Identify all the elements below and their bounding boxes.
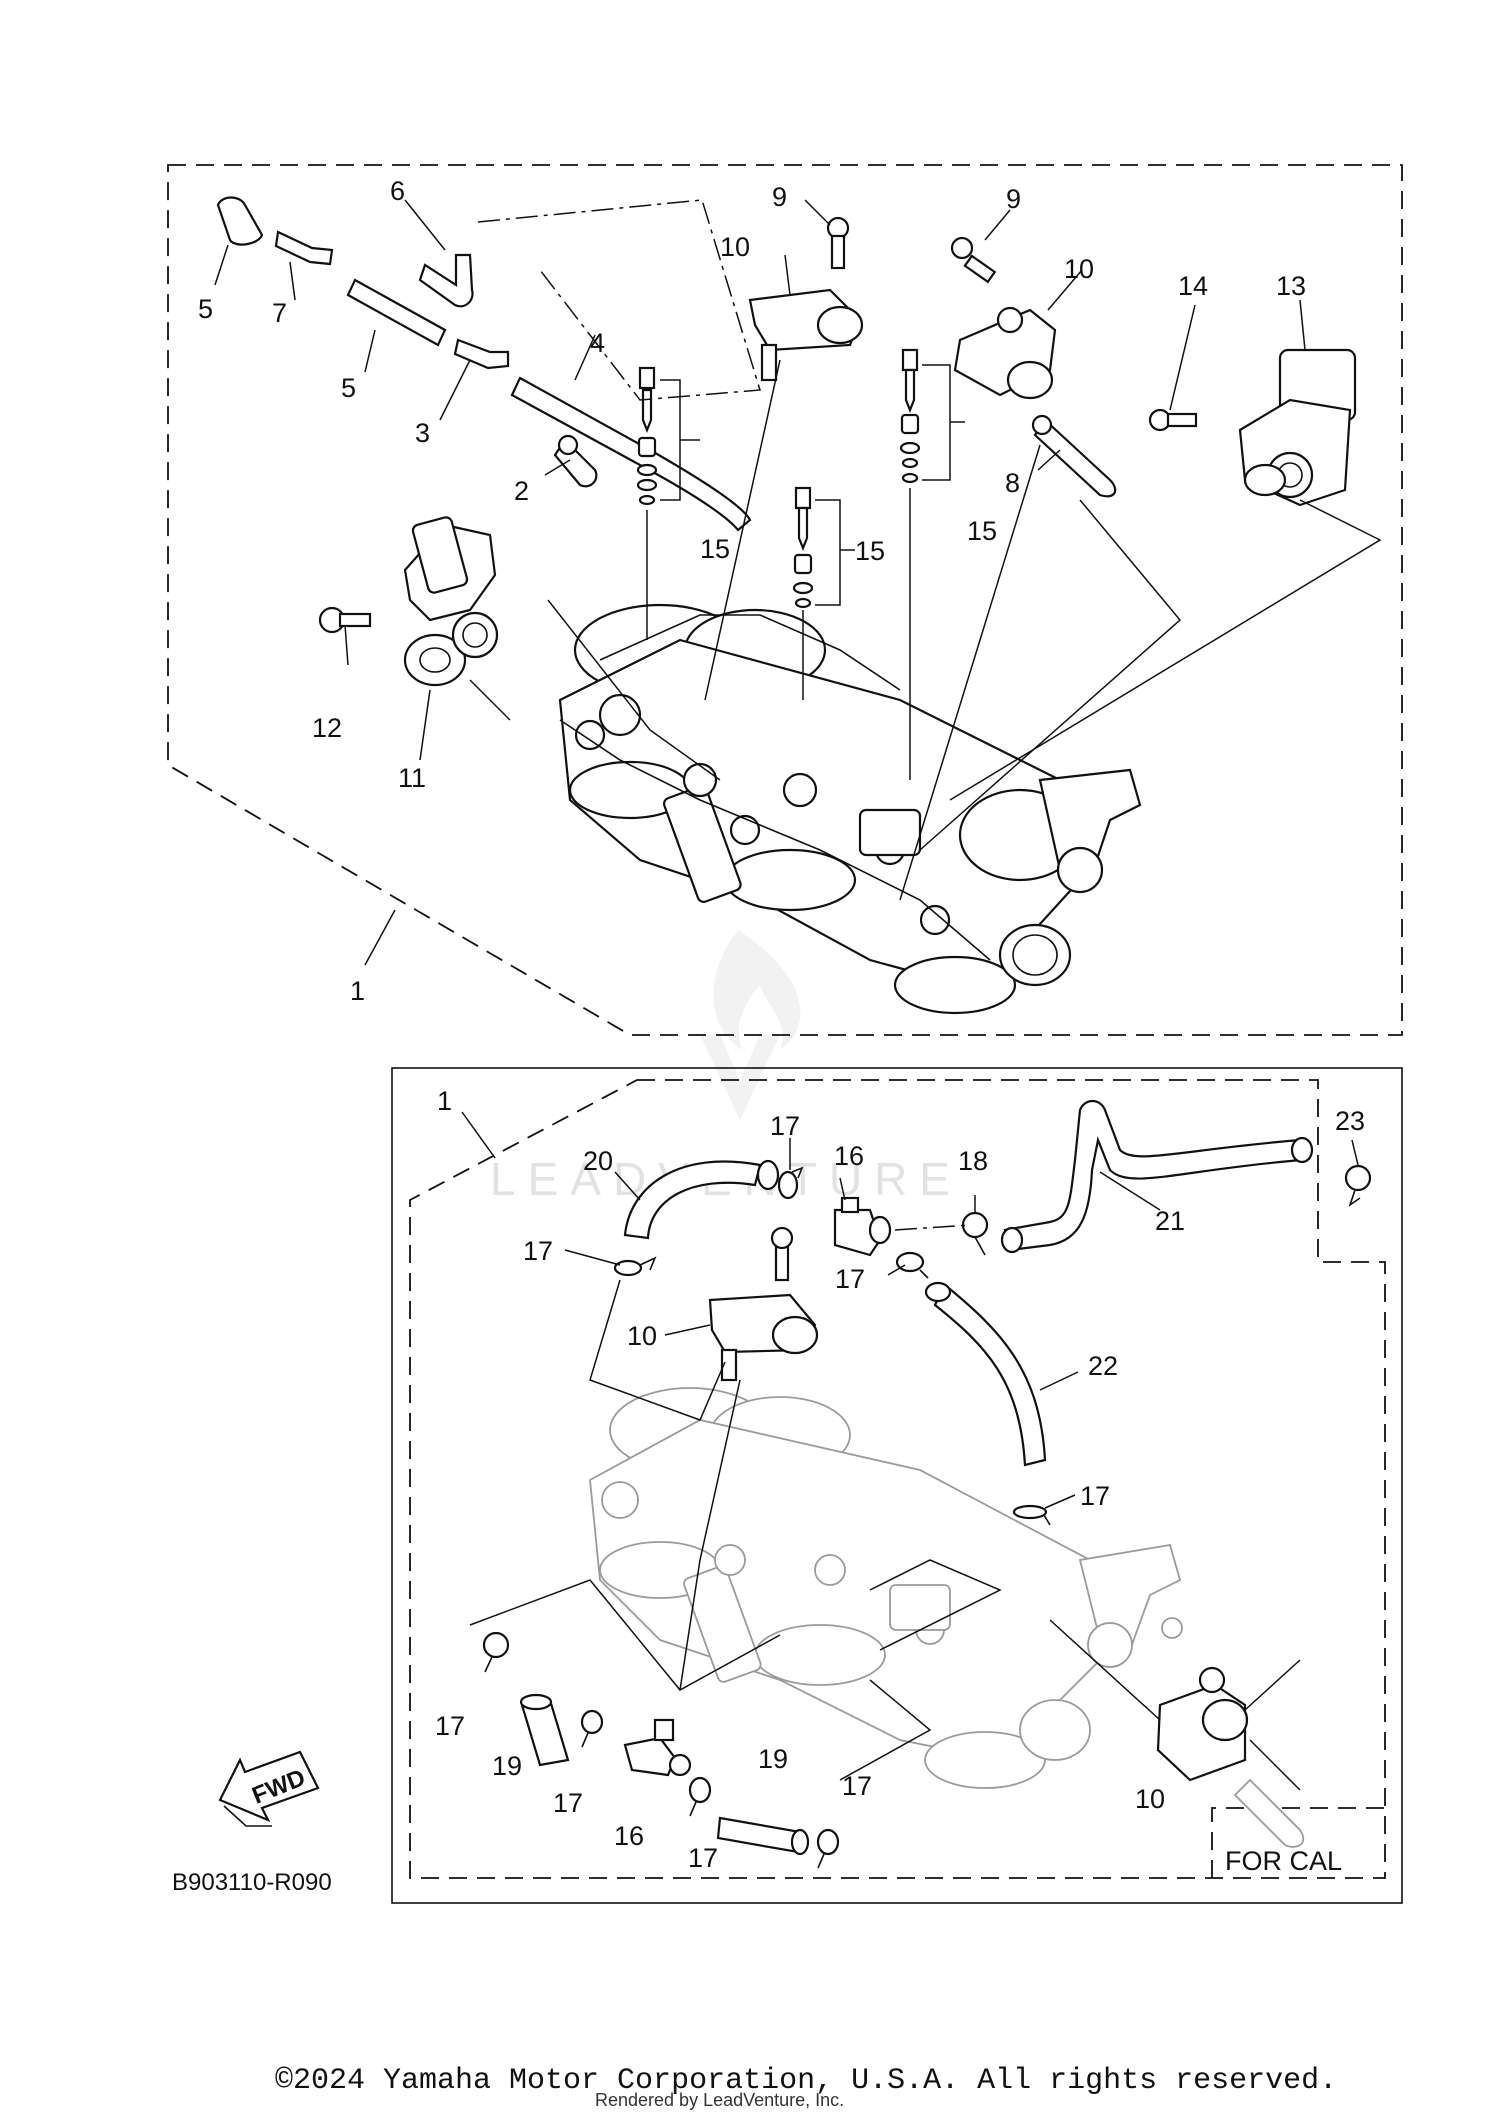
bottom-frame — [391, 1067, 1403, 1904]
callout-top-15a: 15 — [700, 534, 730, 564]
callout-top-15c: 15 — [967, 516, 997, 546]
part-19-hose-b — [716, 1816, 810, 1856]
throttle-body-bottom — [589, 1387, 1182, 1789]
part-10-sensor-a — [748, 288, 864, 382]
callout-top-10a: 10 — [720, 232, 750, 262]
part-2-cap — [553, 434, 598, 488]
part-9-bolt-b — [950, 236, 997, 284]
fwd-arrow-icon: FWD — [218, 1750, 320, 1827]
callout-top-12: 12 — [312, 713, 342, 743]
part-5-hose — [346, 278, 447, 347]
drawing-code: B903110-R090 — [172, 1869, 332, 1896]
part-10-sensor-c — [708, 1226, 819, 1382]
callout-top-2: 2 — [514, 476, 529, 506]
callout-bottom-16b: 16 — [614, 1821, 644, 1851]
part-7-fitting — [274, 230, 334, 266]
part-9-bolt-a — [826, 216, 850, 270]
part-6-hose — [418, 253, 474, 308]
callout-top-11: 11 — [398, 763, 426, 793]
for-cal-bracket — [1211, 1807, 1385, 1878]
callout-top-3: 3 — [415, 418, 430, 448]
callout-bottom-17f: 17 — [553, 1788, 583, 1818]
assembly-boundary-bottom — [409, 1079, 1386, 1879]
callout-bottom-17h: 17 — [842, 1771, 872, 1801]
top-assembly: 1 2 3 4 5 5 6 7 8 9 9 10 10 11 12 13 14 … — [167, 164, 1403, 1036]
callout-bottom-17c: 17 — [835, 1264, 865, 1294]
callout-bottom-10b: 10 — [1135, 1784, 1165, 1814]
callout-bottom-17d: 17 — [1080, 1481, 1110, 1511]
callout-top-15b: 15 — [855, 536, 885, 566]
callout-top-7: 7 — [272, 298, 287, 328]
callout-bottom-20: 20 — [583, 1146, 613, 1176]
callout-bottom-1: 1 — [437, 1086, 452, 1116]
callout-top-8: 8 — [1005, 468, 1020, 498]
part-15-stack-b — [792, 486, 855, 609]
callout-bottom-17a: 17 — [770, 1111, 800, 1141]
callout-top-10b: 10 — [1064, 254, 1094, 284]
for-cal-label: FOR CAL — [1225, 1846, 1342, 1876]
part-19-hose-a — [519, 1693, 570, 1767]
assembly-boundary-top — [167, 164, 1403, 1036]
callout-top-13: 13 — [1276, 271, 1306, 301]
bottom-leaders — [461, 1111, 1359, 1791]
part-3-joint — [453, 338, 510, 370]
callout-bottom-17g: 17 — [688, 1843, 718, 1873]
callout-bottom-10a: 10 — [627, 1321, 657, 1351]
callout-top-4: 4 — [590, 328, 605, 358]
copyright-text: ©2024 Yamaha Motor Corporation, U.S.A. A… — [275, 2064, 1338, 2098]
callout-bottom-17e: 17 — [435, 1711, 465, 1741]
callout-top-5b: 5 — [341, 373, 356, 403]
part-4-hose — [510, 376, 752, 532]
callout-top-6: 6 — [390, 176, 405, 206]
top-leaders — [214, 199, 1382, 966]
part-21-hose — [1000, 1099, 1314, 1254]
part-10-sensor-d — [1156, 1617, 1249, 1782]
part-22-hose — [924, 1281, 1047, 1467]
part-16-joint-a — [833, 1196, 892, 1257]
watermark-logo — [700, 930, 801, 1120]
hose-ghost-bottom — [1233, 1778, 1305, 1848]
callout-bottom-16a: 16 — [834, 1141, 864, 1171]
bottom-assembly: 1 10 10 16 16 17 17 17 17 17 17 17 17 18… — [391, 1067, 1403, 1904]
part-10-sensor-b — [953, 306, 1057, 400]
callout-bottom-23: 23 — [1335, 1106, 1365, 1136]
part-15-stack-c — [899, 348, 965, 484]
callout-top-1: 1 — [350, 976, 365, 1006]
callout-bottom-19b: 19 — [758, 1744, 788, 1774]
callout-bottom-22: 22 — [1088, 1351, 1118, 1381]
callout-bottom-18: 18 — [958, 1146, 988, 1176]
part-20-hose — [623, 1159, 780, 1240]
part-14-bolt — [1148, 408, 1198, 432]
callout-top-9a: 9 — [772, 182, 787, 212]
part-12-bolt — [318, 606, 372, 634]
part-13-sensor — [1238, 348, 1357, 507]
callout-bottom-19a: 19 — [492, 1751, 522, 1781]
part-8-hose — [1031, 414, 1117, 498]
callout-bottom-17b: 17 — [523, 1236, 553, 1266]
throttle-body-top — [558, 603, 1142, 1015]
callout-top-9b: 9 — [1006, 184, 1021, 214]
callout-top-5a: 5 — [198, 294, 213, 324]
rendered-by-text: Rendered by LeadVenture, Inc. — [595, 2090, 845, 2110]
part-11-sensor — [403, 516, 499, 687]
part-5-cap — [216, 196, 264, 246]
part-16-joint-b — [623, 1718, 692, 1777]
callout-bottom-21: 21 — [1155, 1206, 1185, 1236]
callout-top-14: 14 — [1178, 271, 1208, 301]
clamps — [482, 1164, 1372, 1869]
